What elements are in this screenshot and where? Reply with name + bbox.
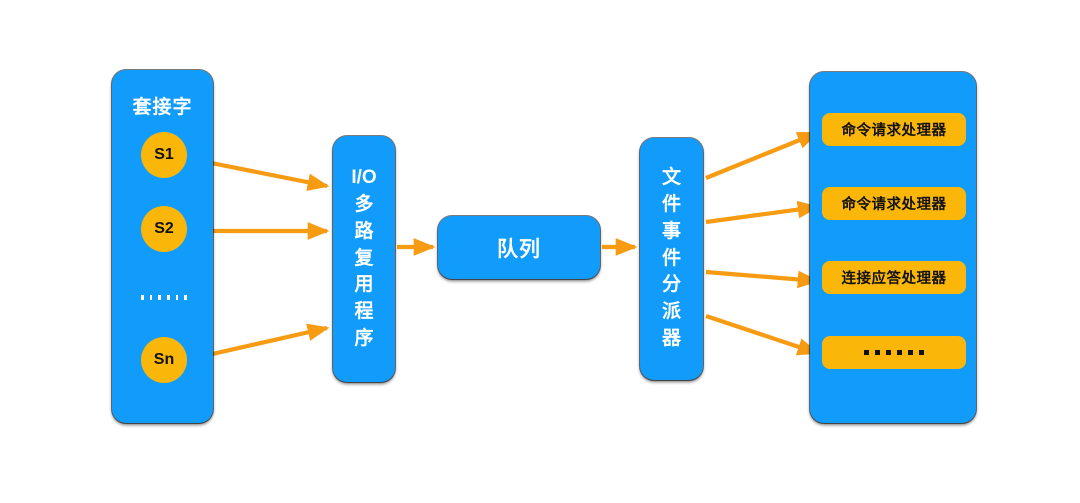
- file-dispatcher-char: 件: [661, 247, 681, 269]
- file-dispatcher-char: 文: [661, 166, 681, 188]
- handler-connection-reply[interactable]: 连接应答处理器: [822, 261, 966, 294]
- handler-label: 命令请求处理器: [841, 197, 947, 213]
- socket-node-s2[interactable]: S2: [141, 206, 187, 252]
- file-event-dispatcher-box[interactable]: 文 件 事 件 分 派 器: [640, 138, 703, 380]
- handler-ellipsis: [864, 350, 924, 355]
- handler-command-request-1[interactable]: 命令请求处理器: [822, 113, 966, 146]
- arrow-dispatcher-to-handler-2: [705, 269, 820, 289]
- file-dispatcher-char: 器: [661, 328, 681, 350]
- io-multiplexer-char: I/O: [351, 166, 377, 188]
- queue-label: 队列: [497, 237, 541, 261]
- file-dispatcher-char: 事: [661, 220, 681, 242]
- arrow-dispatcher-to-handler-0: [705, 131, 820, 180]
- io-multiplexer-char: 路: [354, 220, 374, 242]
- socket-node-sn[interactable]: Sn: [141, 337, 187, 383]
- io-multiplexer-box[interactable]: I/O 多 路 复 用 程 序: [333, 136, 395, 382]
- handler-command-request-2[interactable]: 命令请求处理器: [822, 187, 966, 220]
- arrow-dispatcher-to-handler-3: [705, 314, 820, 356]
- socket-panel-ellipsis: [140, 295, 188, 300]
- io-multiplexer-char: 复: [354, 247, 374, 269]
- io-multiplexer-char: 程: [354, 301, 374, 323]
- io-multiplexer-char: 多: [354, 193, 374, 215]
- socket-panel-title: 套接字: [132, 97, 193, 118]
- handler-more-ellipsis[interactable]: [822, 336, 966, 369]
- file-dispatcher-char: 派: [661, 301, 681, 323]
- file-dispatcher-char: 件: [661, 193, 681, 215]
- queue-box[interactable]: 队列: [438, 216, 600, 279]
- socket-node-label: S1: [154, 146, 174, 163]
- io-multiplexer-char: 序: [354, 328, 374, 350]
- socket-node-s1[interactable]: S1: [141, 132, 187, 178]
- file-dispatcher-char: 分: [661, 274, 681, 296]
- handler-label: 命令请求处理器: [841, 123, 947, 139]
- arrow-dispatcher-to-handler-1: [705, 200, 820, 225]
- handler-label: 连接应答处理器: [841, 271, 947, 287]
- socket-node-label: S2: [154, 220, 174, 237]
- socket-node-label: Sn: [153, 351, 175, 368]
- io-multiplexer-char: 用: [354, 274, 374, 296]
